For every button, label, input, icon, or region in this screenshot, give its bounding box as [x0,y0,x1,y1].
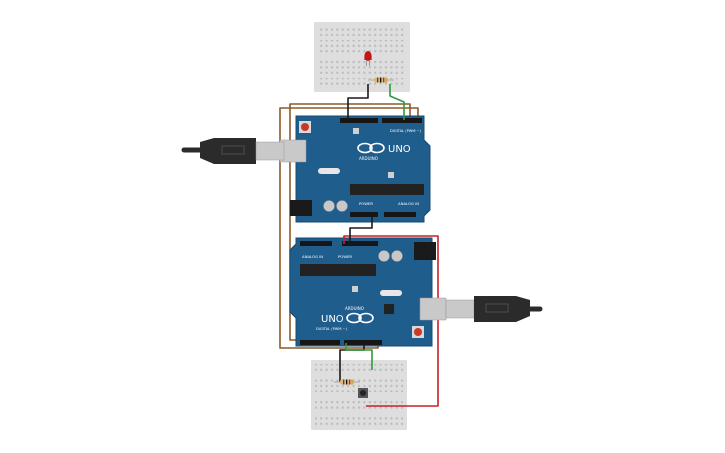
power-label: POWER [359,201,373,206]
usb-cable-bottom[interactable] [445,296,543,322]
arduino-logo-icon [357,142,385,154]
power-label: POWER [338,254,352,259]
arduino-uno-top[interactable]: UNO ARDUINO DIGITAL (PWM ~) POWER ANALOG… [279,115,431,223]
usb-plug-icon [474,296,530,322]
board-brand-text: ARDUINO [359,156,378,161]
microcontroller-chip [300,264,376,276]
breadboard-top[interactable] [314,22,410,92]
arduino-uno-bottom[interactable]: ANALOG IN POWER ARDUINO UNO DIGITAL (PWM… [289,237,447,347]
reset-button[interactable] [299,121,311,133]
analog-label: ANALOG IN [302,254,323,259]
resistor-icon[interactable] [368,77,394,83]
reset-button[interactable] [412,326,424,338]
wire-green-bottom[interactable] [345,343,373,370]
wires-front [339,84,405,382]
board-logo-text: UNO [388,144,411,155]
red-led[interactable] [364,51,372,66]
board-logo-text: UNO [321,314,344,325]
board-brand-text: ARDUINO [345,306,364,311]
wire-black-top[interactable] [347,84,369,120]
usb-cable-top[interactable] [181,138,285,164]
wire-green-top[interactable] [389,84,405,120]
power-jack[interactable] [290,200,312,216]
power-jack[interactable] [414,242,436,260]
arduino-logo-icon [346,312,374,324]
analog-label: ANALOG IN [398,201,419,206]
pushbutton-icon[interactable] [358,388,368,398]
digital-header-label: DIGITAL (PWM ~) [390,129,422,133]
resistor-icon[interactable] [334,379,360,385]
usb-plug-icon [200,138,256,164]
wire-black-between[interactable] [349,214,373,244]
microcontroller-chip [350,184,424,195]
wire-brown-outer[interactable] [279,107,419,349]
digital-header-label: DIGITAL (PWM ~) [316,327,348,331]
